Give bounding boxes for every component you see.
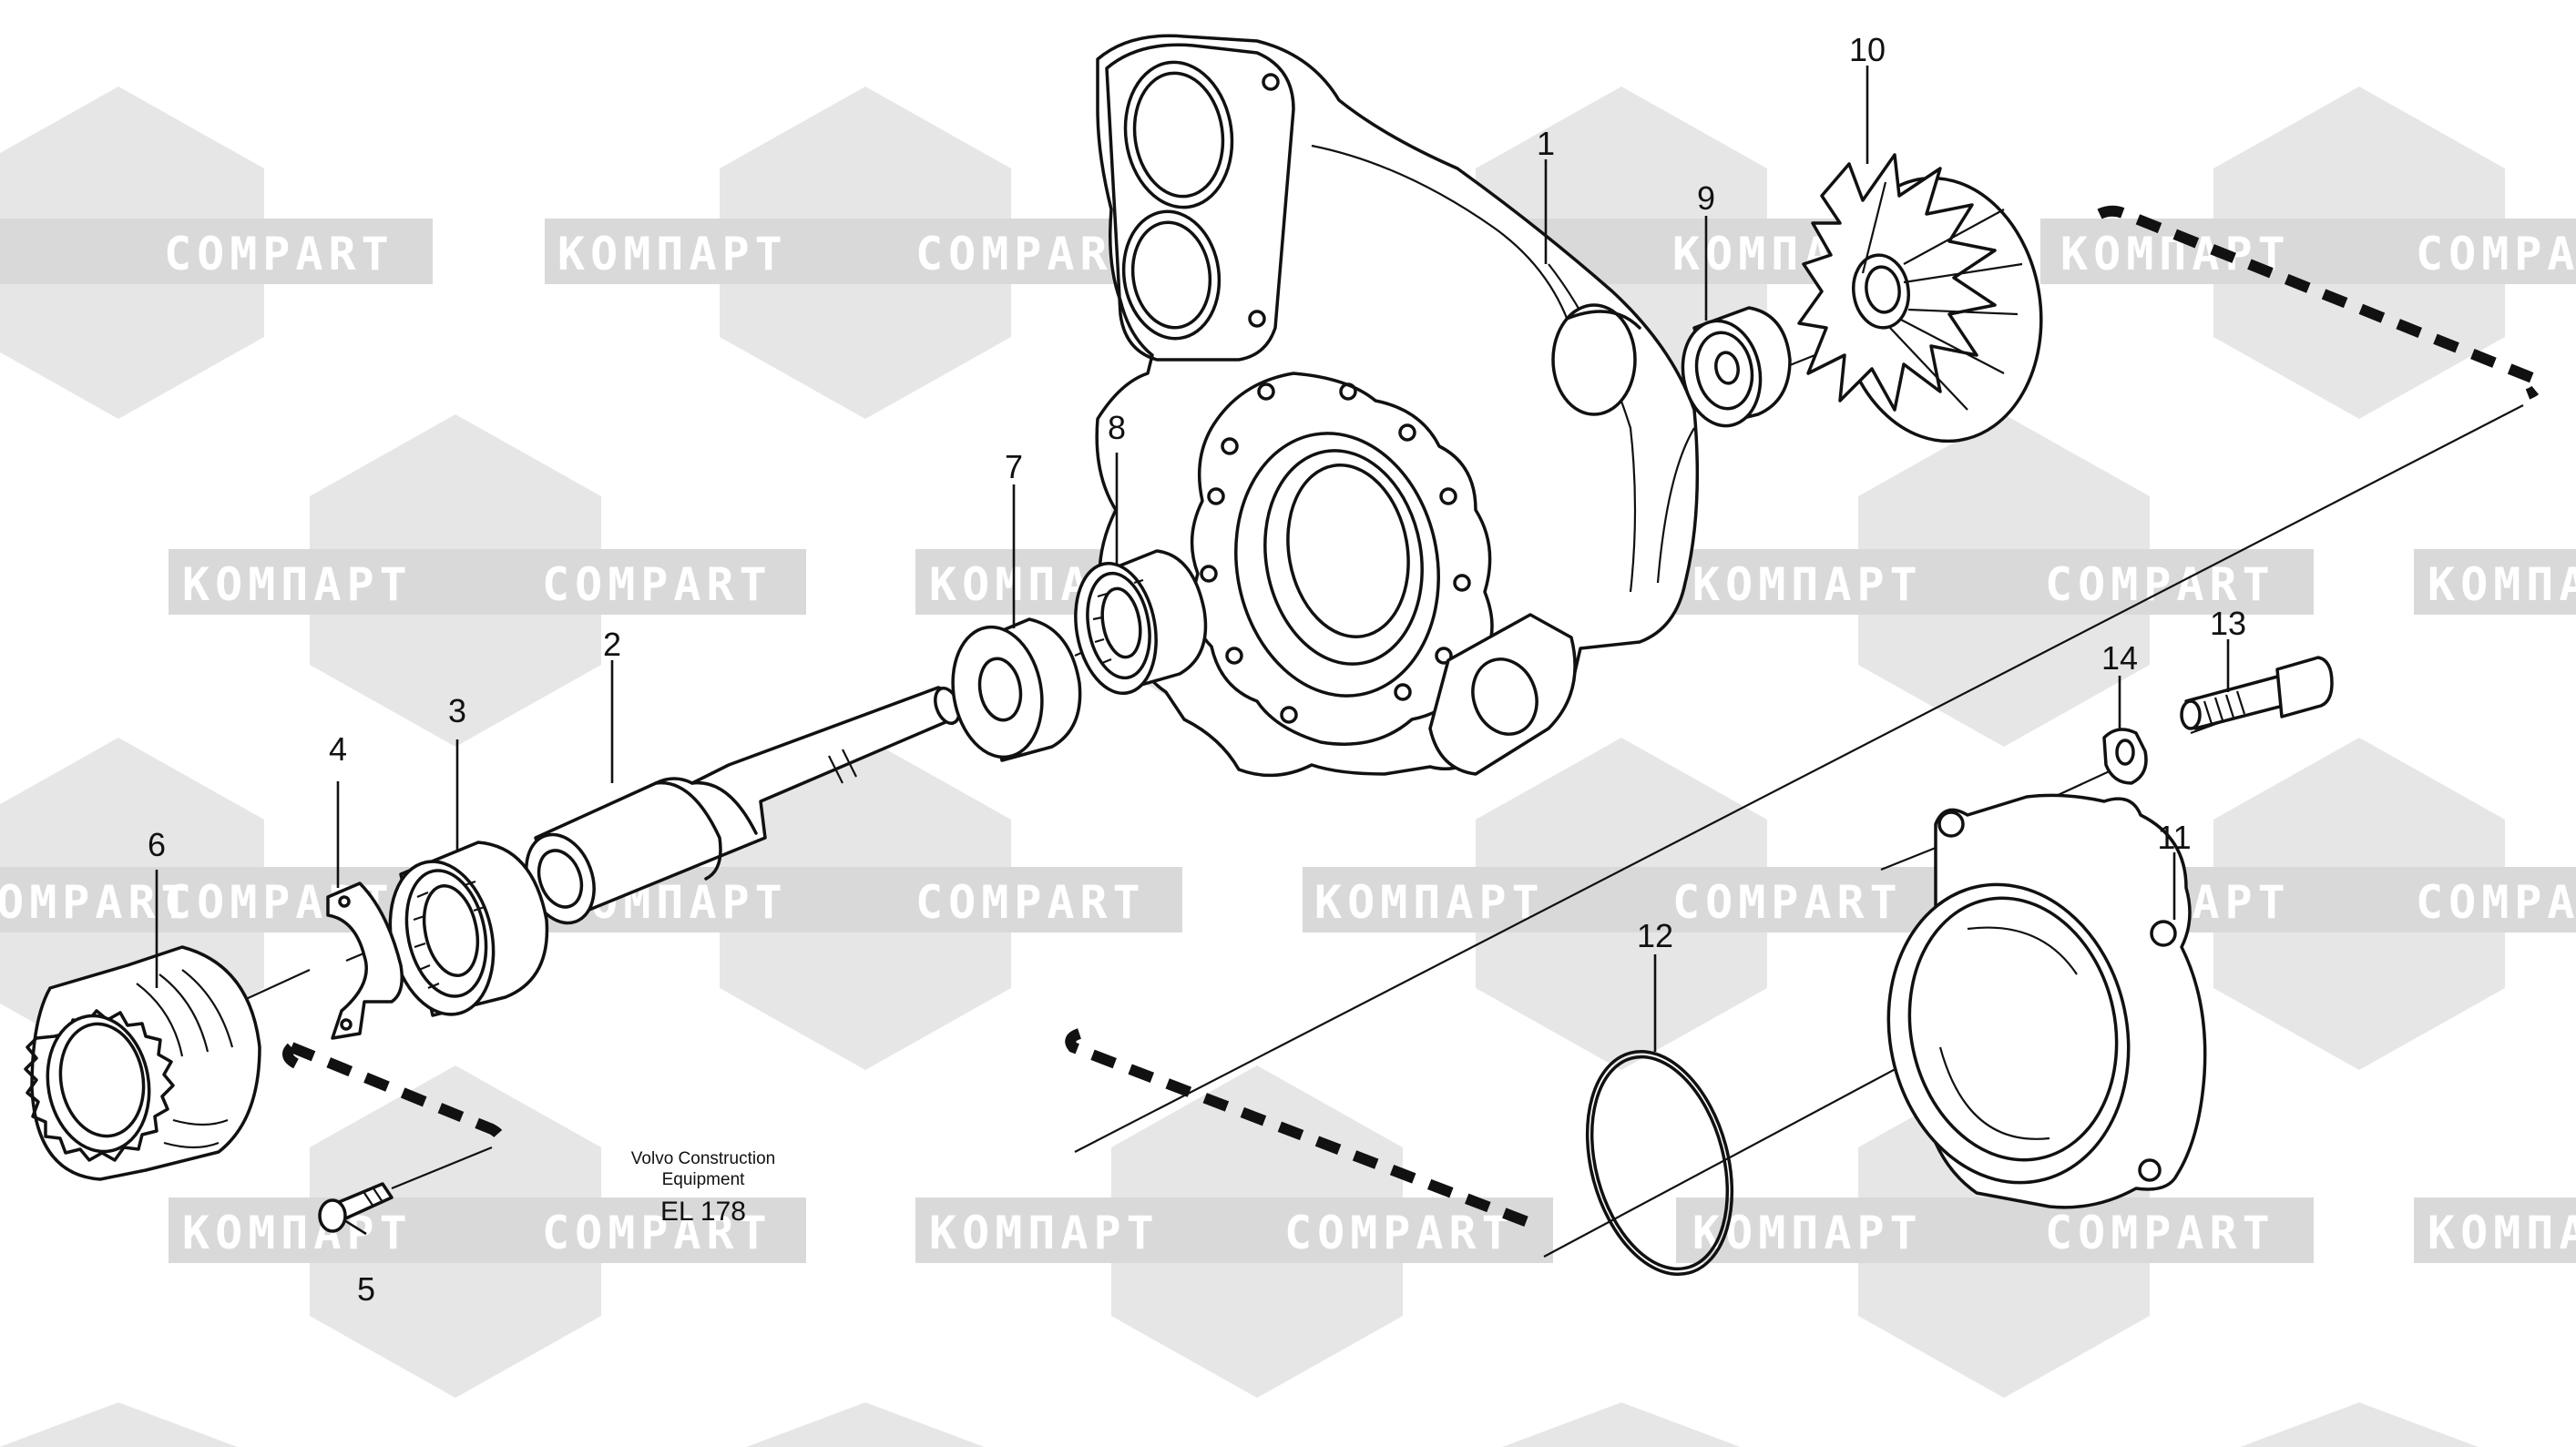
seal-9[interactable] [1675,306,1792,432]
watermark-tile: КОМПАРТ COMPART [169,414,806,747]
cover-11[interactable] [1862,793,2207,1209]
callout-14: 14 [2101,639,2138,677]
callout-6: 6 [148,826,166,863]
watermark-text: КОМПАРТ [2428,1207,2576,1259]
watermark-tile: КОМПАРТ COMPART [545,87,1182,419]
caption-code: EL 178 [660,1197,746,1227]
lock-plate-4[interactable] [326,881,404,1040]
watermark-text: КОМПАРТ [1314,876,1545,929]
watermark-text: КОМПАРТ [182,1207,413,1259]
callout-7: 7 [1005,448,1023,485]
watermark-tile: COMPART [0,87,433,419]
watermark-text: COMPART [2045,558,2275,611]
watermark-text: COMPART [915,876,1146,929]
watermark-tile: КОМПАРТ [2414,1197,2576,1263]
washer-14[interactable] [2102,728,2148,785]
callout-10: 10 [1849,31,1886,68]
watermark-text: COMPART [542,1207,772,1259]
dashed-connectors [282,205,2544,1230]
o-ring-12[interactable] [1564,1035,1755,1290]
callout-4: 4 [329,730,347,768]
callout-8: 8 [1108,409,1126,446]
pump-housing[interactable] [1095,34,1700,778]
watermark-tile: КОМПАРТ COMPART [545,738,1182,1070]
drawing-caption: Volvo Construction Equipment EL 178 [631,1149,775,1227]
watermark-text: COMPART [2045,1207,2275,1259]
watermark-text: КОМПАРТ [1692,558,1923,611]
watermark-text: КОМПАРТ [929,1207,1160,1259]
bearing-8[interactable] [1066,549,1208,699]
watermark-text: COMPART [915,228,1146,280]
watermark-text: COMPART [1284,1207,1515,1259]
callout-1: 1 [1537,125,1555,162]
seal-7[interactable] [943,617,1082,764]
watermark-text: КОМПАРТ [557,228,788,280]
watermark-text: КОМПАРТ [2428,558,2576,611]
watermark-text: КОМПАРТ [2060,228,2291,280]
watermark-tile: КОМПАРТ [2414,549,2576,615]
watermark-tile: КОМПАРТ COMPART [1676,414,2314,747]
watermark-tile: КОМПАРТ COMPART [2040,87,2576,419]
watermark-text: COMPART [1672,876,1903,929]
callout-9: 9 [1697,179,1715,217]
watermark-tile: КОМПАРТ COMPART [915,1065,1553,1398]
watermark-text: COMPART [2416,228,2576,280]
caption-line-2: Equipment [662,1170,746,1189]
callout-2: 2 [603,626,621,663]
watermark-text: COMPART [164,228,394,280]
callout-12: 12 [1637,917,1673,954]
callout-3: 3 [448,692,466,729]
watermark-text: КОМПАРТ [182,558,413,611]
watermark-tile: КОМПАРТ COMPART [169,1065,806,1398]
impeller-10[interactable] [1797,153,2058,454]
callout-labels: 1 2 3 4 5 6 7 8 9 10 11 12 13 14 [148,31,2246,1308]
callout-5: 5 [357,1270,375,1308]
callout-13: 13 [2210,605,2246,642]
callout-leaders [155,66,2230,1236]
watermark-text: COMPART [2416,876,2576,929]
screw-13[interactable] [2180,656,2334,730]
screw-5[interactable] [318,1146,493,1233]
helical-gear-6[interactable] [24,945,261,1181]
watermark-tile: КОМПАРТ COMPART [1303,738,1940,1070]
caption-line-1: Volvo Construction [631,1149,775,1168]
callout-11: 11 [2157,819,2191,856]
watermark-text: COMPART [542,558,772,611]
